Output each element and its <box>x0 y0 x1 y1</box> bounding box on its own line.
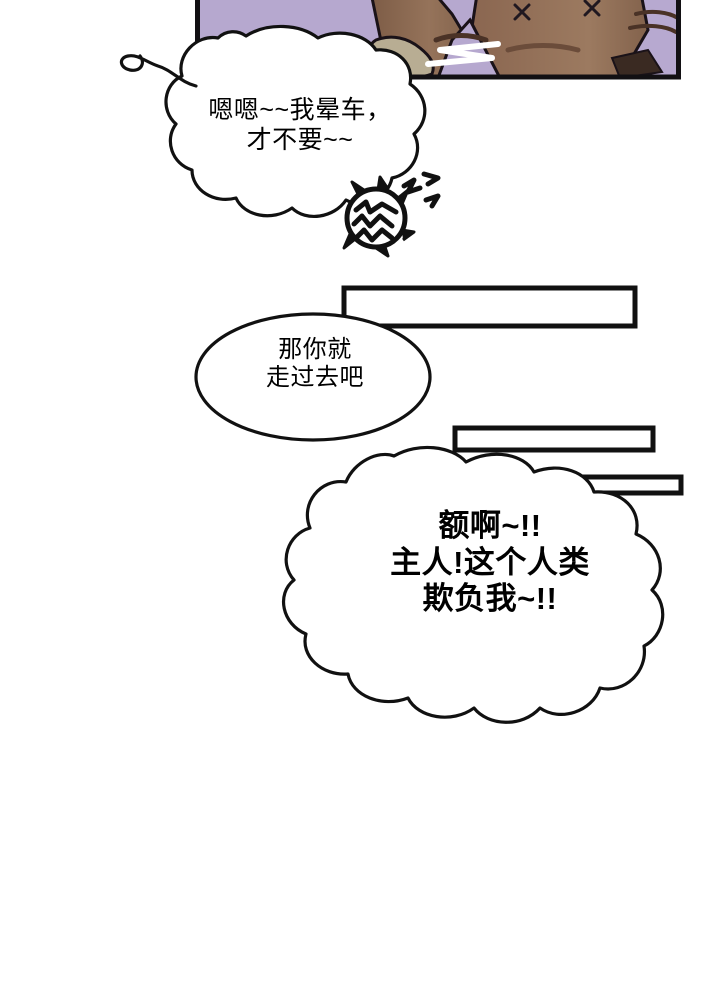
stitch-x-left <box>513 3 531 21</box>
right-leg-shape <box>468 0 670 78</box>
creature-face-zigzag-upper <box>353 199 399 215</box>
stitch-x-right <box>583 0 601 17</box>
creature-face-zigzag-lower <box>353 227 395 243</box>
impact-anger-mark-2 <box>421 171 441 187</box>
blank-text-bar-1 <box>341 285 638 329</box>
creature-spike-4 <box>401 228 416 242</box>
left-leg-shape <box>370 0 480 78</box>
panel-border <box>195 0 681 80</box>
impact-anger-mark-1 <box>401 177 423 195</box>
beige-sock <box>368 35 435 78</box>
panel-purple-background <box>196 0 680 78</box>
blank-text-bar-3 <box>577 474 684 496</box>
impact-anger-mark-3 <box>423 193 441 209</box>
creature-spike-5 <box>375 243 390 258</box>
creature-face-zigzag-mid <box>351 213 395 229</box>
dark-shoe-hint <box>610 48 664 78</box>
white-zigzag-speed-line <box>425 41 501 67</box>
bubble-1-squiggle-tail <box>119 54 198 88</box>
motion-streak-b <box>505 43 581 53</box>
bubble-2-text: 那你就 走过去吧 <box>266 336 364 392</box>
creature-spike-1 <box>350 180 365 195</box>
top-panel <box>195 0 681 80</box>
creature-spike-2 <box>376 175 390 191</box>
motion-streak-d <box>628 23 678 34</box>
bubble-1-text: 嗯嗯~~我晕车， 才不要~~ <box>208 96 392 154</box>
panel-right-purple <box>618 0 680 78</box>
panel-gap-purple <box>436 17 502 78</box>
blank-text-bar-2 <box>452 425 656 453</box>
angry-creature-head-doodle <box>342 171 441 258</box>
creature-spike-6 <box>342 233 355 250</box>
motion-streak-c <box>634 9 680 20</box>
motion-streak-a <box>433 33 489 43</box>
bubble-3-text: 额啊~!! 主人!这个人类 欺负我~!! <box>390 508 590 617</box>
creature-spike-3 <box>397 188 410 205</box>
